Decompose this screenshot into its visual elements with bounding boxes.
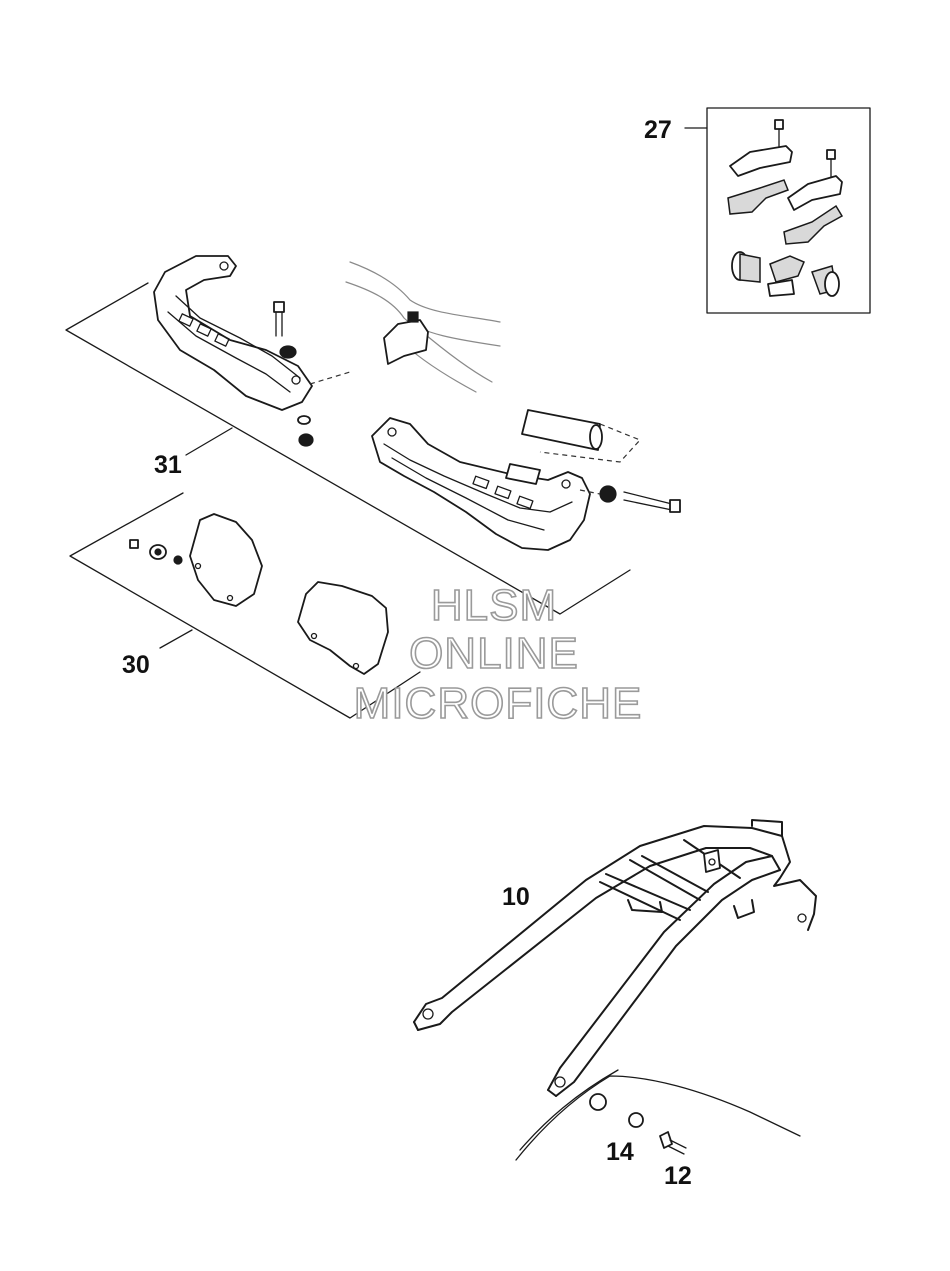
handlebar-ghost — [345, 261, 501, 393]
callout-30: 30 — [122, 651, 150, 679]
bolt-12 — [659, 1131, 687, 1155]
grip-ghost — [505, 409, 642, 485]
watermark-line-3: MICROFICHE — [354, 679, 643, 728]
kit-31-bracket-outline — [65, 282, 631, 615]
bar-clamp — [383, 319, 429, 365]
clamp-bolt-2 — [826, 149, 836, 179]
bar-end-plug-2 — [811, 265, 840, 297]
kit-31-group — [65, 255, 681, 615]
shield-small — [189, 513, 263, 607]
rubber-bush — [769, 255, 805, 283]
left-hand-guard — [153, 255, 313, 411]
bar-end-plug-1 — [731, 251, 761, 283]
watermark: HLSM ONLINE MICROFICHE — [353, 580, 643, 729]
left-guard-bolt — [273, 301, 314, 447]
right-guard-bolt — [579, 485, 681, 513]
callout-31: 31 — [154, 451, 182, 479]
clamp-bottom-2 — [783, 204, 844, 245]
clamp-bottom-1 — [727, 179, 789, 215]
clamp-top-2 — [787, 175, 843, 211]
clamp-bolt-1 — [774, 119, 784, 151]
fender-ghost — [515, 1069, 801, 1161]
watermark-line-1: HLSM — [431, 581, 557, 630]
washer-14 — [628, 1112, 644, 1128]
kit-30-group — [69, 492, 421, 719]
callout-10: 10 — [502, 883, 530, 911]
right-hand-guard — [371, 417, 591, 551]
callout-12: 12 — [664, 1162, 692, 1190]
kit-27-box — [684, 107, 871, 314]
kit-30-bracket-outline — [69, 492, 421, 719]
callout-14: 14 — [606, 1138, 634, 1166]
watermark-line-2: ONLINE — [409, 629, 579, 678]
sleeve — [767, 279, 795, 297]
shield-large — [297, 581, 389, 675]
luggage-carrier-10 — [413, 819, 817, 1097]
callout-27: 27 — [644, 116, 672, 144]
clamp-top-1 — [729, 145, 793, 177]
shield-hardware — [129, 539, 183, 565]
